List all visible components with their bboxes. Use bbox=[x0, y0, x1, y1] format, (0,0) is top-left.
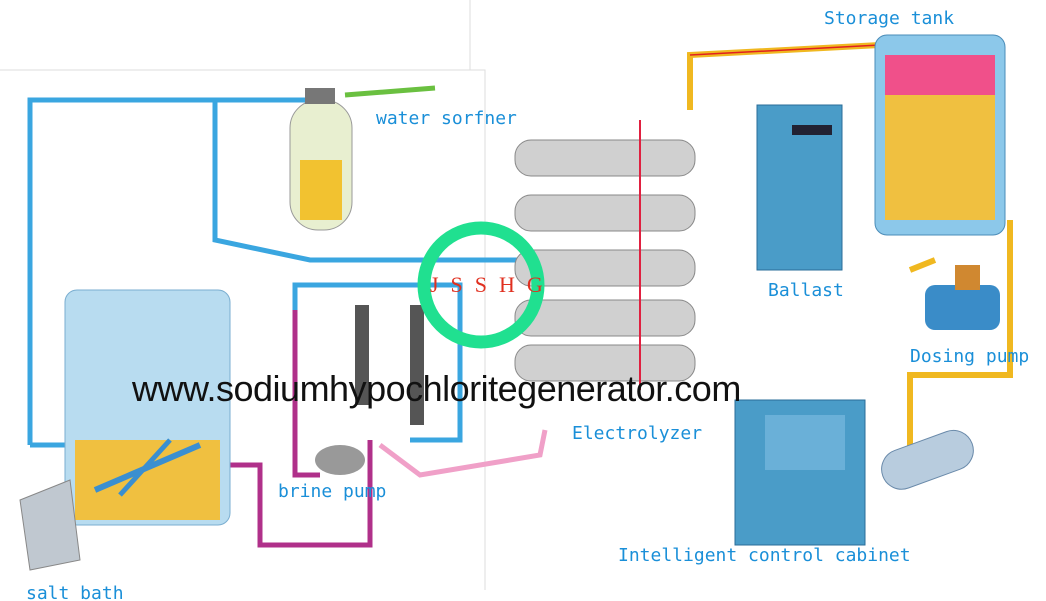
output-pipe bbox=[881, 429, 974, 490]
dosing-red-line bbox=[689, 44, 881, 56]
pink-pipe bbox=[378, 429, 548, 478]
inlet-pipe bbox=[344, 85, 436, 98]
brine-pump bbox=[315, 305, 424, 475]
label-dosing-pump: Dosing pump bbox=[910, 346, 1030, 367]
label-water-softener: water sorfner bbox=[376, 108, 517, 129]
watermark: www.sodiumhypochloritegenerator.com bbox=[132, 368, 741, 409]
label-storage-tank: Storage tank bbox=[824, 8, 955, 29]
label-brine-pump: brine pump bbox=[278, 481, 387, 502]
ballast bbox=[756, 104, 843, 271]
panel-borders bbox=[0, 0, 486, 590]
dosing-pump bbox=[925, 265, 1000, 330]
electrolyzer bbox=[514, 120, 696, 390]
logo-ring bbox=[417, 221, 545, 349]
label-control-cabinet: Intelligent control cabinet bbox=[618, 545, 911, 566]
label-ballast: Ballast bbox=[768, 280, 844, 301]
label-electrolyzer: Electrolyzer bbox=[572, 423, 703, 444]
storage-tank bbox=[874, 34, 1006, 236]
water-softener bbox=[289, 88, 353, 231]
brine-pipes bbox=[220, 310, 373, 548]
salt-bath-tank bbox=[19, 289, 231, 571]
label-salt-bath: salt bath bbox=[26, 583, 124, 601]
logo-text: JSSHG bbox=[430, 272, 555, 297]
control-cabinet bbox=[734, 399, 866, 546]
